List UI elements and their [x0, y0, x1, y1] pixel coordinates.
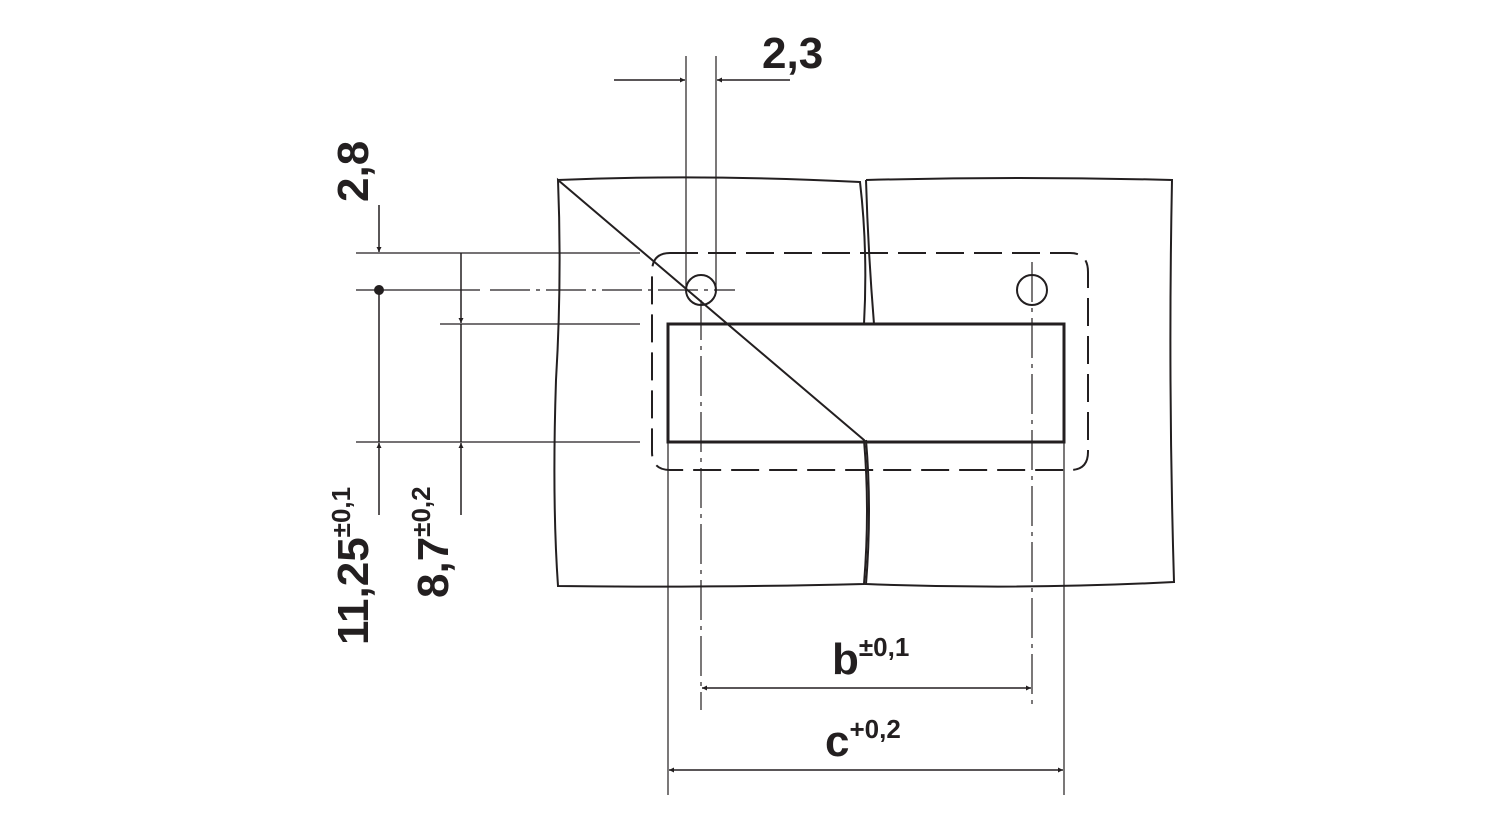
panel-right [864, 177, 1176, 588]
connector-outline-dashed [651, 252, 1089, 471]
hole-center-line [490, 262, 1033, 710]
label-cutout-width: c+0,2 [825, 714, 901, 766]
reference-dot [374, 285, 384, 295]
label-top-offset: 2,8 [329, 141, 378, 202]
panel-left [553, 176, 868, 588]
label-total-height: 11,25±0,1 [326, 487, 378, 645]
cutout-rectangle [666, 322, 1066, 444]
label-pin-diameter: 2,3 [762, 29, 823, 78]
extension-lines [356, 56, 1065, 795]
label-cutout-height: 8,7±0,2 [406, 486, 458, 598]
label-pitch: b±0,1 [832, 632, 909, 684]
